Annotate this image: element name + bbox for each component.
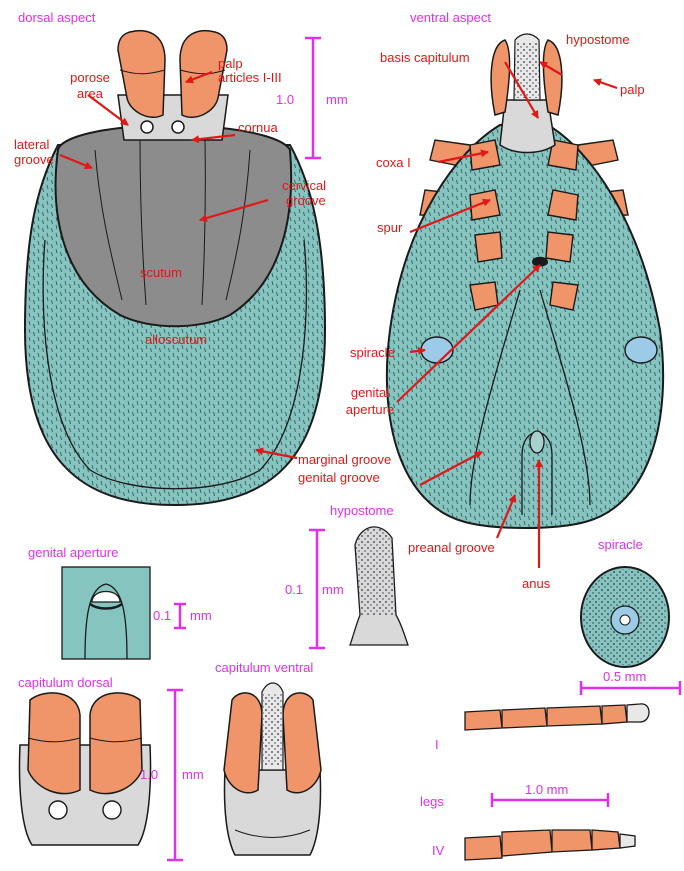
label-porose: porose: [60, 70, 120, 85]
label-lateral-groove: groove: [14, 152, 54, 167]
label-preanal-groove: preanal groove: [408, 540, 495, 555]
label-hypostome: hypostome: [566, 32, 630, 47]
label-marginal-groove: marginal groove: [298, 452, 391, 467]
label-anus: anus: [522, 576, 550, 591]
scale-main-value: 1.0: [276, 92, 294, 107]
heading-capitulum-dorsal: capitulum dorsal: [18, 675, 113, 690]
scale-legs: 1.0 mm: [525, 782, 568, 797]
leg-i-drawing: [465, 704, 649, 730]
label-legs: legs: [420, 794, 444, 809]
label-palp-articles: articles I-III: [218, 70, 282, 85]
scale-hypostome-value: 0.1: [285, 582, 303, 597]
leg-iv-drawing: [465, 830, 635, 860]
spiracle-detail: [581, 567, 669, 667]
label-leg-iv: IV: [432, 843, 444, 858]
label-palp-ventral: palp: [620, 82, 645, 97]
scale-capitulum-unit: mm: [182, 767, 204, 782]
label-leg-i: I: [435, 737, 439, 752]
label-porose-area: area: [60, 86, 120, 101]
genital-scale-bar: [174, 604, 186, 628]
scale-capitulum-value: 1.0: [140, 767, 158, 782]
label-genital-aperture: aperture: [340, 402, 400, 417]
label-cervical-groove: groove: [286, 193, 326, 208]
label-genital-groove: genital groove: [298, 470, 380, 485]
label-lateral: lateral: [14, 137, 49, 152]
heading-dorsal-aspect: dorsal aspect: [18, 10, 95, 25]
genital-aperture-detail: [62, 567, 150, 659]
label-alloscutum: alloscutum: [145, 332, 207, 347]
hypostome-detail: [350, 527, 408, 645]
label-spiracle-ventral: spiracle: [350, 345, 395, 360]
ventral-tick-drawing: [387, 34, 663, 528]
heading-hypostome: hypostome: [330, 503, 394, 518]
heading-genital-aperture: genital aperture: [28, 545, 118, 560]
heading-ventral-aspect: ventral aspect: [410, 10, 491, 25]
capitulum-scale-bar: [167, 690, 183, 860]
scale-genital-value: 0.1: [153, 608, 171, 623]
capitulum-dorsal-detail: [20, 693, 151, 845]
heading-spiracle: spiracle: [598, 537, 643, 552]
label-coxa-i: coxa I: [376, 155, 411, 170]
scale-genital-unit: mm: [190, 608, 212, 623]
dorsal-scale-bar: [305, 38, 321, 158]
label-cornua: cornua: [238, 120, 278, 135]
label-genital: genital: [340, 385, 400, 400]
scale-main-unit: mm: [326, 92, 348, 107]
label-basis-capitulum: basis capitulum: [380, 50, 470, 65]
label-cervical: cervical: [282, 178, 326, 193]
label-palp: palp: [218, 56, 243, 71]
label-spur: spur: [377, 220, 402, 235]
label-scutum: scutum: [140, 265, 182, 280]
scale-spiracle: 0.5 mm: [603, 669, 646, 684]
heading-capitulum-ventral: capitulum ventral: [215, 660, 313, 675]
scale-hypostome-unit: mm: [322, 582, 344, 597]
capitulum-ventral-detail: [224, 683, 321, 855]
